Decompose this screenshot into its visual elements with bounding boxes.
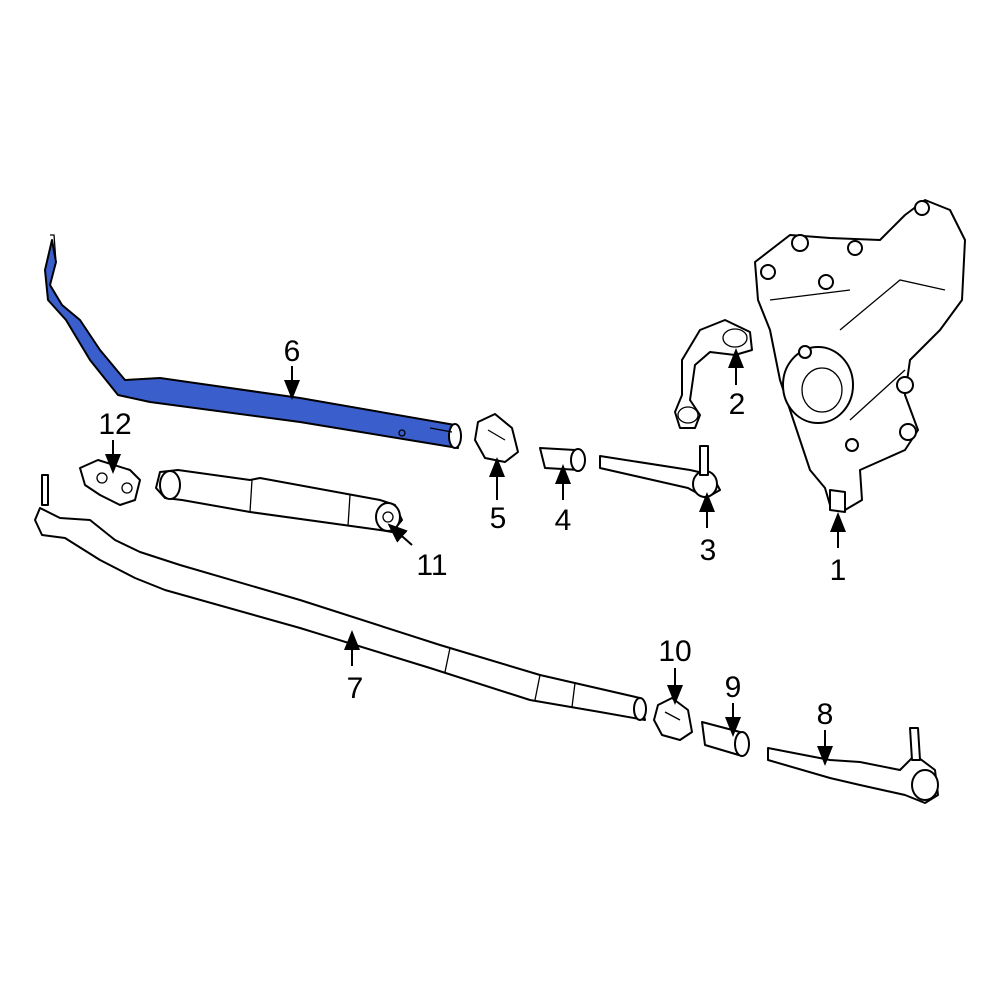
part-9-adjusting-sleeve[interactable] — [701, 721, 750, 757]
callout-1[interactable]: 1 — [830, 554, 847, 587]
arrow-11 — [387, 523, 413, 546]
callout-3[interactable]: 3 — [700, 534, 717, 567]
part-8-tie-rod-end[interactable] — [767, 727, 939, 804]
part-10-clamp[interactable] — [653, 697, 693, 741]
callout-6[interactable]: 6 — [284, 335, 301, 368]
part-12-bracket[interactable] — [79, 459, 141, 506]
callout-12[interactable]: 12 — [98, 408, 131, 441]
part-4-adjusting-sleeve[interactable] — [539, 447, 586, 472]
callout-11[interactable]: 11 — [416, 549, 447, 582]
part-3-tie-rod-end[interactable] — [599, 445, 721, 499]
part-6-drag-link[interactable] — [44, 234, 462, 449]
callout-4[interactable]: 4 — [555, 504, 572, 537]
part-1-steering-gear[interactable] — [754, 199, 966, 513]
part-2-pitman-arm[interactable] — [674, 319, 753, 429]
callout-5[interactable]: 5 — [490, 502, 507, 535]
callout-7[interactable]: 7 — [347, 672, 364, 705]
callout-10[interactable]: 10 — [658, 635, 691, 668]
part-7-tie-rod[interactable] — [34, 474, 647, 721]
callout-9[interactable]: 9 — [725, 671, 742, 704]
part-11-steering-damper[interactable] — [155, 469, 403, 533]
callout-2[interactable]: 2 — [729, 388, 746, 421]
callout-labels: 1 2 3 4 5 6 7 8 9 10 11 12 — [98, 335, 846, 731]
callout-8[interactable]: 8 — [817, 698, 834, 731]
callout-arrows — [105, 348, 846, 766]
part-5-clamp[interactable] — [474, 413, 519, 463]
